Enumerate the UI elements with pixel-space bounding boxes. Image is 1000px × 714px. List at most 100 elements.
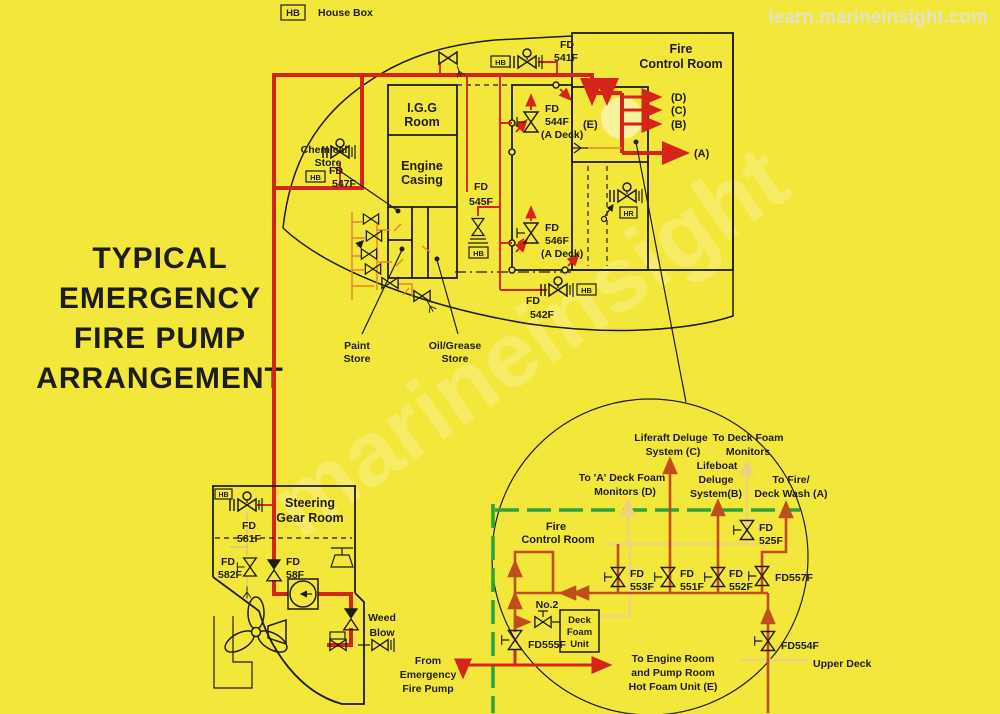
liferaft-2: System (C) [646, 446, 701, 458]
hb-box-steering: HB [218, 492, 228, 499]
steering-label-2: Gear Room [276, 511, 343, 525]
hb-box-541: HB [495, 58, 506, 67]
detail-valves [502, 521, 775, 651]
fd553-l1: FD [630, 568, 644, 580]
frompump-3: Fire Pump [402, 683, 453, 695]
engine-label-2: Casing [401, 173, 443, 187]
legend-house-box: HB House Box [280, 4, 373, 21]
propeller-icon [224, 596, 288, 653]
hr-hydrant: HR [600, 183, 643, 223]
valve-fd547f: HB FD 547F [305, 139, 357, 190]
valve-fd541f: HB FD 541F [490, 39, 579, 73]
toengine-3: Hot Foam Unit (E) [629, 681, 718, 693]
outlet-c: (C) [671, 105, 687, 117]
fcr-label-2: Control Room [639, 57, 722, 71]
firewash-2: Deck Wash (A) [754, 488, 827, 500]
fd58-l1: FD [286, 556, 300, 568]
fd553-l2: 553F [630, 581, 655, 593]
liferaft-1: Liferaft Deluge [634, 432, 708, 444]
outlet-e: (E) [583, 119, 598, 131]
outlet-b: (B) [671, 119, 687, 131]
frompump-2: Emergency [400, 669, 457, 681]
adeck-2: Monitors (D) [594, 486, 656, 498]
fd546-l2: 546F [545, 235, 570, 247]
deckfoam-2: Monitors [726, 446, 770, 458]
dfu-l1: Deck [568, 615, 591, 626]
fd525-l1: FD [759, 522, 773, 534]
main-red-pipe [272, 75, 690, 562]
lifeboat-1: Lifeboat [697, 460, 738, 472]
fd547-l2: 547F [332, 178, 357, 190]
deckfoam-1: To Deck Foam [713, 432, 784, 444]
oil-l1: Oil/Grease [429, 340, 482, 352]
fd545-l1: FD [474, 181, 488, 193]
pale-foam-lines [600, 458, 808, 662]
foam-manifold [507, 456, 794, 713]
fd542-l2: 542F [530, 309, 555, 321]
hb-box-542: HB [581, 286, 592, 295]
igg-engine-block: I.G.G Room Engine Casing [387, 84, 458, 279]
title-line-2: EMERGENCY [59, 282, 261, 315]
no2-label: No.2 [536, 599, 559, 611]
fd552-l1: FD [729, 568, 743, 580]
detail-fcr-2: Control Room [521, 534, 595, 546]
hb-legend-symbol: HB [286, 8, 300, 19]
title-line-4: ARRANGEMENT [36, 362, 284, 395]
valve-fd546f: FD 546F (A Deck) [517, 222, 583, 260]
fd551-l1: FD [680, 568, 694, 580]
engine-label-1: Engine [401, 159, 443, 173]
weed-l2: Blow [369, 627, 395, 639]
fd545-l2: 545F [469, 196, 494, 208]
fd58-l2: 58F [286, 569, 305, 581]
title-line-1: TYPICAL [92, 242, 227, 275]
fd547-l1: FD [329, 165, 343, 177]
toengine-1: To Engine Room [632, 653, 715, 665]
lifeboat-3: System(B) [690, 488, 742, 500]
detail-labels: Fire Control Room Liferaft Deluge System… [400, 432, 872, 695]
chemical-l2: Store [315, 157, 342, 169]
hull-outline [282, 33, 734, 332]
hb-legend-label: House Box [318, 7, 373, 19]
dfu-l3: Unit [570, 639, 589, 650]
detail-fcr-1: Fire [546, 521, 566, 533]
title-line-3: FIRE PUMP [74, 322, 246, 355]
fd546-l3: (A Deck) [541, 248, 583, 260]
from-pump-line [454, 649, 613, 680]
fd557-label: FD557F [775, 572, 814, 584]
steering-valve-labels: FD 581F FD 582F FD 58F Weed Blow [218, 520, 396, 639]
fd555-label: FD555F [528, 639, 567, 651]
fd581-l1: FD [242, 520, 256, 532]
hr-box: HR [623, 211, 633, 218]
outlet-a: (A) [694, 148, 710, 160]
hb-legend-box [280, 4, 306, 21]
oil-l2: Store [442, 353, 469, 365]
page-title: TYPICAL EMERGENCY FIRE PUMP ARRANGEMENT [36, 242, 284, 395]
fd542-l1: FD [526, 295, 540, 307]
adeck-1: To 'A' Deck Foam [579, 472, 665, 484]
fd541-l2: 541F [554, 52, 579, 64]
fd551-l2: 551F [680, 581, 705, 593]
lifeboat-2: Deluge [698, 474, 733, 486]
fd544-l3: (A Deck) [541, 129, 583, 141]
valve-fd544f: FD 544F (A Deck) [517, 103, 583, 141]
fd552-l2: 552F [729, 581, 754, 593]
fcr-label-1: Fire [670, 42, 693, 56]
toengine-2: and Pump Room [631, 667, 714, 679]
deck-foam-unit: Deck Foam Unit [559, 609, 600, 653]
fd541-l1: FD [560, 39, 574, 51]
fd544-l1: FD [545, 103, 559, 115]
fd525-l2: 525F [759, 535, 784, 547]
store-labels: Chemical Store Paint Store Oil/Grease St… [301, 144, 482, 365]
paint-l1: Paint [344, 340, 370, 352]
outlet-d: (D) [671, 92, 687, 104]
fd582-l1: FD [221, 556, 235, 568]
valve-fd545f: HB FD 545F [468, 181, 494, 259]
thin-red-risers [439, 63, 580, 291]
upperdeck-label: Upper Deck [813, 658, 872, 670]
fd582-l2: 582F [218, 569, 243, 581]
chemical-l1: Chemical [301, 144, 348, 156]
fire-control-room-main: Fire Control Room [571, 32, 734, 271]
fd544-l2: 544F [545, 116, 570, 128]
site-watermark: learn.marineinsight.com [768, 7, 988, 28]
steering-piping [230, 492, 395, 652]
